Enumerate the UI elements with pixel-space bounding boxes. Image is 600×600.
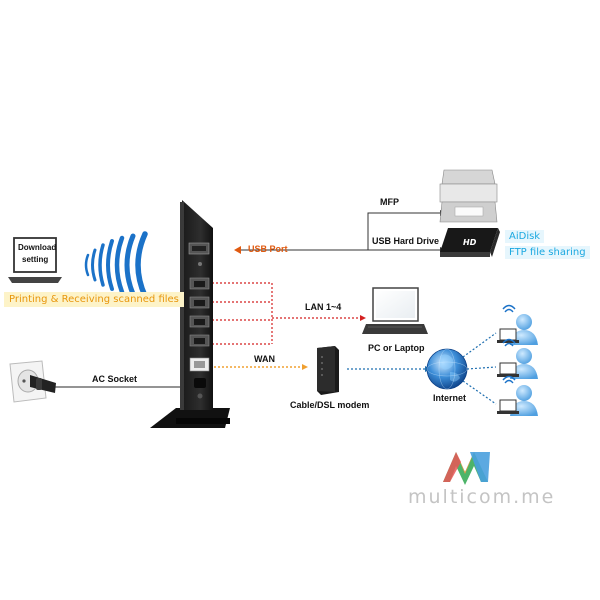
pc-laptop-icon	[362, 287, 428, 334]
svg-text:HD: HD	[463, 238, 477, 247]
router-icon	[150, 200, 230, 428]
lan-connections	[212, 282, 360, 345]
download-label: Download	[18, 243, 57, 252]
internet-label: Internet	[433, 393, 467, 403]
mfp-printer-icon	[439, 169, 498, 223]
usb-port-label: USB Port	[248, 244, 288, 254]
pc-laptop-label: PC or Laptop	[368, 343, 425, 353]
ac-socket-icon	[9, 360, 56, 403]
remote-user-icon	[497, 375, 538, 416]
modem-label: Cable/DSL modem	[290, 400, 370, 410]
setting-label: setting	[22, 255, 49, 264]
ac-socket-label: AC Socket	[92, 374, 138, 384]
mfp-label: MFP	[380, 197, 399, 207]
lan-label: LAN 1~4	[305, 302, 342, 312]
wan-label: WAN	[254, 354, 275, 364]
internet-globe-icon	[426, 348, 468, 390]
wan-arrow-icon	[302, 364, 308, 370]
ftp-label: FTP file sharing	[505, 246, 590, 259]
wifi-waves-icon	[84, 231, 148, 299]
lan-arrow-icon	[360, 315, 366, 321]
aidisk-label: AiDisk	[505, 230, 545, 243]
hard-drive-icon: HD	[440, 228, 500, 257]
watermark-text: multicom.me	[408, 486, 556, 508]
printing-label: Printing & Receiving scanned files	[4, 292, 184, 307]
internet-connections	[347, 332, 497, 405]
usb-hard-drive-label: USB Hard Drive	[372, 236, 440, 246]
remote-user-icon	[497, 304, 538, 345]
laptop-download-icon	[8, 237, 62, 283]
remote-user-icon	[497, 338, 538, 379]
usb-arrow-icon	[234, 246, 241, 254]
multicom-logo-icon	[443, 452, 490, 485]
cable-modem-icon	[317, 346, 339, 395]
